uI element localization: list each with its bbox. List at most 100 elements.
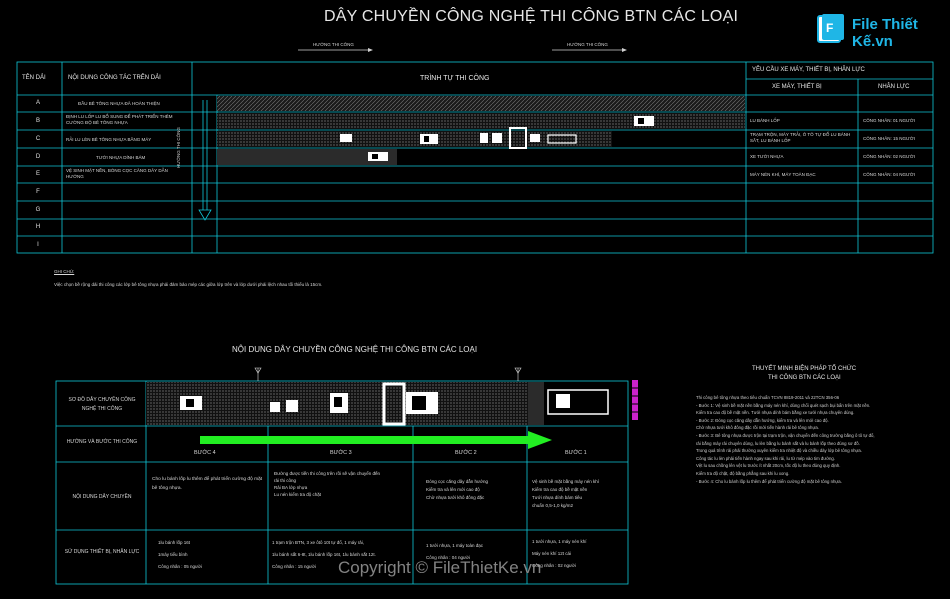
bottom-section-title: NỘI DUNG DÂY CHUYỀN CÔNG NGHỆ THI CÔNG B… (232, 345, 478, 354)
step-1-equipment: 1 tưới nhựa, 1 máy nén khí Máy nén khí 1… (532, 536, 587, 572)
logo-icon: F (817, 14, 844, 43)
roller-icon (270, 402, 280, 412)
step-1-content-line: chuẩn 0,5-1,0 kg/m2 (532, 503, 574, 508)
lane-c-equipment: TRẠM TRỘN, MÁY TRẢI, Ô TÔ TỰ ĐỔ LU BÁNH … (750, 132, 851, 143)
lane-a: A (35, 100, 40, 106)
step-1-equipment-line: 1 tưới nhựa, 1 máy nén khí (532, 539, 587, 544)
step-4-equipment-line: 1máy tiểu bình (158, 552, 188, 557)
survey-markers (254, 367, 522, 381)
step-3-content-line: Lu nén kiểm tra độ chặt (274, 492, 322, 497)
lane-c-labor: CÔNG NHÂN: 15 NGƯỜI (863, 136, 915, 141)
lane-i: I (37, 242, 39, 248)
vehicles-bottom (180, 382, 609, 426)
lane-b-labor: CÔNG NHÂN: 01 NGƯỜI (863, 118, 915, 123)
col-equipment-header: XE MÁY, THIẾT BỊ (772, 84, 822, 90)
strip-lane-b (217, 113, 745, 129)
col-requirements-header: YÊU CẦU XE MÁY, THIẾT BỊ, NHÂN LỰC (752, 67, 865, 73)
right-note-line: rải bằng máy rải chuyên dùng, lu lèn bằn… (696, 440, 860, 446)
top-table-grid (16, 61, 934, 254)
step-3-equipment-line: 1 trạm trộn BTN, 3 xe ôtô 10t tự đổ, 1 m… (272, 540, 365, 545)
direction-label-right: HƯỚNG THI CÔNG (567, 42, 608, 47)
step-4-name: BƯỚC 4 (194, 450, 216, 456)
step-3-content-line: rải thi công (274, 478, 297, 483)
step-3-content: Đường được tiến thi công trên rồi sẽ vận… (274, 470, 380, 498)
lane-c: C (35, 136, 41, 142)
copyright-watermark: Copyright © FileThietKe.vn (338, 558, 542, 577)
right-note-line: Thi công bê tông nhựa theo tiêu chuẩn TC… (696, 395, 840, 400)
step-3-equipment: 1 trạm trộn BTN, 3 xe ôtô 10t tự đổ, 1 m… (272, 537, 376, 573)
right-note-line: Trong quá trình rải phải thường xuyên ki… (696, 448, 863, 454)
col-content-header: NỘI DUNG CÔNG TÁC TRÊN DẢI (68, 75, 161, 81)
diagram-step4 (146, 382, 268, 425)
diagram-step3 (268, 382, 528, 425)
truck-icon (530, 134, 540, 142)
step-3-equipment-line: 1lu bánh sắt 6-8t, 1lu bánh lốp 16t, 1lu… (272, 552, 376, 557)
lane-d-content: TƯỚI NHỰA DÍNH BÁM (96, 155, 146, 160)
lane-b-content: ĐỊNH LU LỐP LU BỔ SUNG ĐỂ PHÁT TRIỂN THÊ… (66, 114, 173, 125)
lane-e-labor: CÔNG NHÂN: 04 NGƯỜI (863, 172, 915, 177)
step-3-equipment-line: Công nhân : 15 người (272, 564, 316, 569)
step-3-name: BƯỚC 3 (330, 450, 352, 456)
step-1-equipment-line: Máy nén khí 12t cái (532, 551, 572, 556)
lane-e-equipment: MÁY NÉN KHÍ, MÁY TOÀN ĐẠC (750, 172, 816, 177)
step-2-content-line: Chờ nhựa tưới khô đông đặc (426, 495, 485, 500)
lane-h: H (35, 224, 41, 230)
strip-lane-d (217, 149, 397, 165)
lane-e-content: VỆ SINH MẶT NỀN, BÓNG CỌC CĂNG DÂY DẪN H… (66, 168, 168, 179)
step-2-equipment: 1 tưới nhựa, 1 máy toàn đạc Công nhân : … (426, 540, 483, 564)
roller-icon (286, 400, 298, 412)
step-1-equipment-line: Công nhân : 02 người (532, 563, 576, 568)
lane-b: B (35, 118, 40, 124)
step-1-name: BƯỚC 1 (565, 450, 587, 456)
step-2-content-line: Đóng cọc căng dây dẫn hướng (426, 479, 489, 484)
sprayer-truck-icon (547, 389, 609, 415)
step-3-content-line: Đường được tiến thi công trên rồi sẽ vận… (274, 471, 380, 476)
direction-label-left: HƯỚNG THI CÔNG (313, 42, 354, 47)
row-content-label: NỘI DUNG DÂY CHUYỀN (72, 494, 132, 500)
logo: F File Thiết Kế.vn (812, 10, 927, 50)
step-1-content-line: Tưới nhựa dính bám tiêu (532, 495, 583, 500)
lane-c-content: RẢI LU LÈN BÊ TÔNG NHỰA BẰNG MÁY (66, 137, 152, 142)
step-3-content-line: Rải BA lớp nhựa (274, 485, 308, 490)
paver-icon (382, 382, 406, 426)
step-4-equipment: 1lu bánh lốp 16t 1máy tiểu bình Công nhâ… (158, 537, 202, 573)
col-lane-header: TÊN DẢI (22, 75, 46, 81)
right-note-line: Kiểm tra cao độ bề mặt nền. Tưới nhựa dí… (696, 410, 855, 416)
step-1-content-line: Kiểm tra cao độ bề mặt nền (532, 487, 588, 492)
truck-icon (492, 133, 502, 143)
lane-g: G (35, 207, 41, 213)
right-note-line: - Bước 2: Đóng cọc căng dây dẫn hướng, k… (696, 417, 829, 423)
right-note-line: Kiểm tra độ chặt, độ bằng phẳng sau khi … (696, 470, 790, 476)
page-title: DÂY CHUYỀN CÔNG NGHỆ THI CÔNG BTN CÁC LO… (324, 8, 739, 25)
lane-d-equipment: XE TƯỚI NHỰA (750, 154, 784, 159)
right-note-line: - Bước 3: Bê tông nhựa được trộn tại trạ… (696, 432, 875, 438)
lane-f: F (36, 189, 40, 195)
col-sequence-header: TRÌNH TỰ THI CÔNG (420, 75, 490, 82)
logo-text: File Thiết Kế.vn (852, 16, 918, 50)
notes-text: Việc chọn bề rộng dải thi công các lớp b… (54, 282, 323, 287)
paver-icon (509, 127, 527, 149)
lane-e: E (35, 171, 40, 177)
right-note-line: Công tác lu lèn phải tiến hành ngay sau … (696, 455, 835, 461)
col-labor-header: NHÂN LỰC (878, 84, 910, 90)
right-notes-title-2: THI CÔNG BTN CÁC LOẠI (768, 375, 841, 381)
vehicles-top (340, 116, 654, 161)
green-direction-arrow (200, 436, 530, 444)
step-4-equipment-line: 1lu bánh lốp 16t (158, 540, 191, 545)
row-direction-label: HƯỚNG VÀ BƯỚC THI CÔNG (66, 439, 138, 445)
bottom-table-grid (55, 380, 629, 585)
right-note-line: Vệt lu sau chồng lên vệt lu trước ít nhấ… (696, 463, 841, 469)
vertical-direction-label: HƯỚNG THI CÔNG (176, 127, 181, 168)
lane-d-labor: CÔNG NHÂN: 02 NGƯỜI (863, 154, 915, 159)
step-2-content-line: Kiểm tra và lên mới cao độ (426, 487, 480, 492)
step-2-equipment-line: 1 tưới nhựa, 1 máy toàn đạc (426, 543, 484, 548)
step-4-equipment-line: Công nhân : 05 người (158, 564, 202, 569)
lane-a-content: ĐẦU BÊ TÔNG NHỰA ĐÃ HOÀN THIỆN (78, 101, 160, 106)
diagram-step1-strip (528, 382, 544, 425)
step-2-content: Đóng cọc căng dây dẫn hướng Kiểm tra và … (426, 478, 488, 502)
right-note-line: Chờ nhựa tưới khô đông đặc rồi mới tiến … (696, 425, 819, 431)
lane-b-equipment: LU BÁNH LỐP (750, 118, 780, 123)
step-2-equipment-line: Công nhân : 04 người (426, 555, 470, 560)
roller-icon (340, 134, 352, 142)
